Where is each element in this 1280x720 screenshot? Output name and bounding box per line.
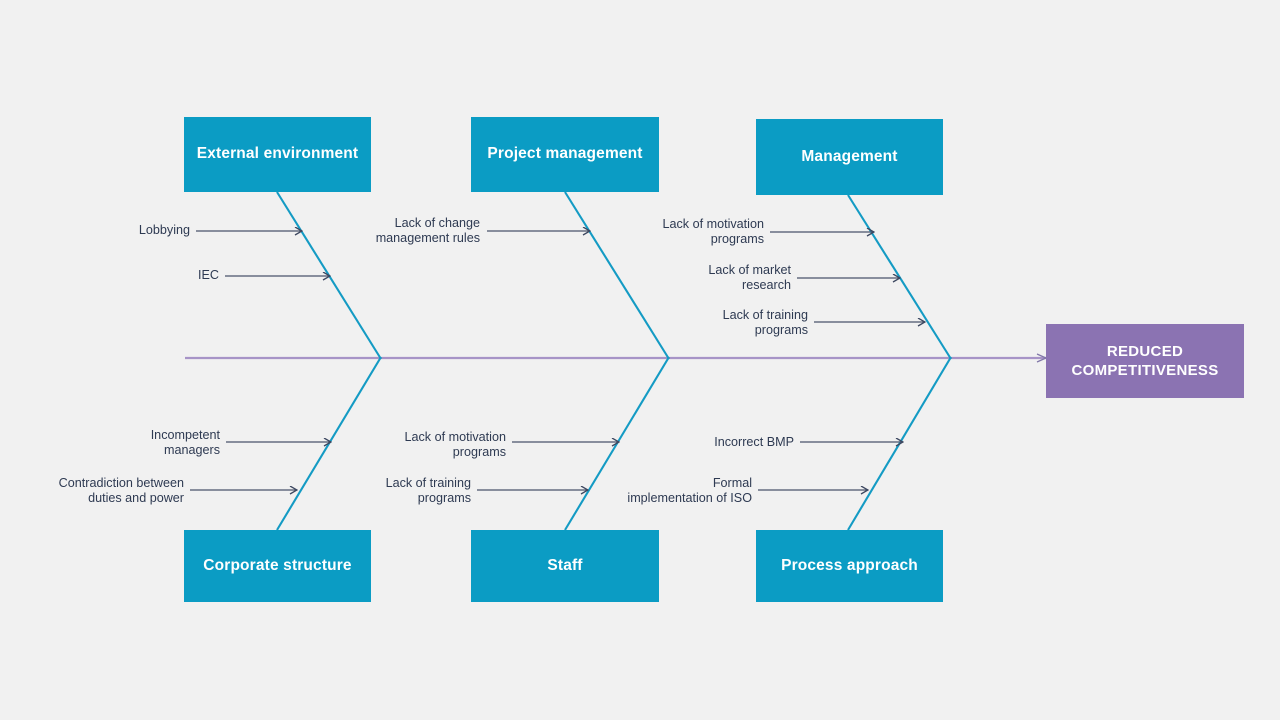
category-box-corporate-structure[interactable]: Corporate structure <box>184 530 371 602</box>
cause-label-contradiction-between-duties-and-power: Contradiction between duties and power <box>58 476 184 506</box>
cause-arrows-corporate-structure <box>190 442 331 490</box>
category-box-process-approach[interactable]: Process approach <box>756 530 943 602</box>
category-box-management[interactable]: Management <box>756 119 943 195</box>
cause-label-formal-implementation-of-iso: Formal implementation of ISO <box>627 476 752 506</box>
cause-label-mgmt-lack-of-motivation-programs: Lack of motivation programs <box>662 217 764 247</box>
cause-label-mgmt-lack-of-training-programs: Lack of training programs <box>722 308 808 338</box>
effect-box-reduced-competitiveness[interactable]: REDUCED COMPETITIVENESS <box>1046 324 1244 398</box>
cause-arrows-staff <box>477 442 619 490</box>
category-label-process-approach: Process approach <box>781 556 918 574</box>
cause-label-mgmt-lack-of-market-research: Lack of market research <box>708 263 791 293</box>
effect-label: REDUCED COMPETITIVENESS <box>1071 342 1218 380</box>
category-box-staff[interactable]: Staff <box>471 530 659 602</box>
category-box-project-management[interactable]: Project management <box>471 117 659 192</box>
bone-project-management <box>564 191 670 360</box>
cause-label-staff-lack-of-motivation-programs: Lack of motivation programs <box>404 430 506 460</box>
bone-management <box>847 194 952 360</box>
category-label-project-management: Project management <box>487 145 643 163</box>
bone-process-approach <box>847 356 952 531</box>
cause-arrows-management <box>770 232 925 322</box>
cause-label-incorrect-bmp: Incorrect BMP <box>714 435 794 449</box>
category-label-management: Management <box>801 147 898 165</box>
cause-label-lack-of-change-management-rules: Lack of change management rules <box>375 216 480 246</box>
cause-label-staff-lack-of-training-programs: Lack of training programs <box>385 476 471 506</box>
category-label-corporate-structure: Corporate structure <box>203 556 352 574</box>
cause-label-lobbying: Lobbying <box>138 223 190 237</box>
category-box-external-environment[interactable]: External environment <box>184 117 371 192</box>
cause-label-incompetent-managers: Incompetent managers <box>150 428 220 458</box>
cause-label-iec: IEC <box>198 268 219 282</box>
category-label-staff: Staff <box>547 556 583 574</box>
effect-label-line1: REDUCED <box>1106 342 1184 360</box>
cause-arrows-process-approach <box>758 442 903 490</box>
cause-arrows-external-environment <box>196 231 330 276</box>
effect-label-line2: COMPETITIVENESS <box>1071 362 1219 379</box>
category-label-external-environment: External environment <box>196 145 359 163</box>
